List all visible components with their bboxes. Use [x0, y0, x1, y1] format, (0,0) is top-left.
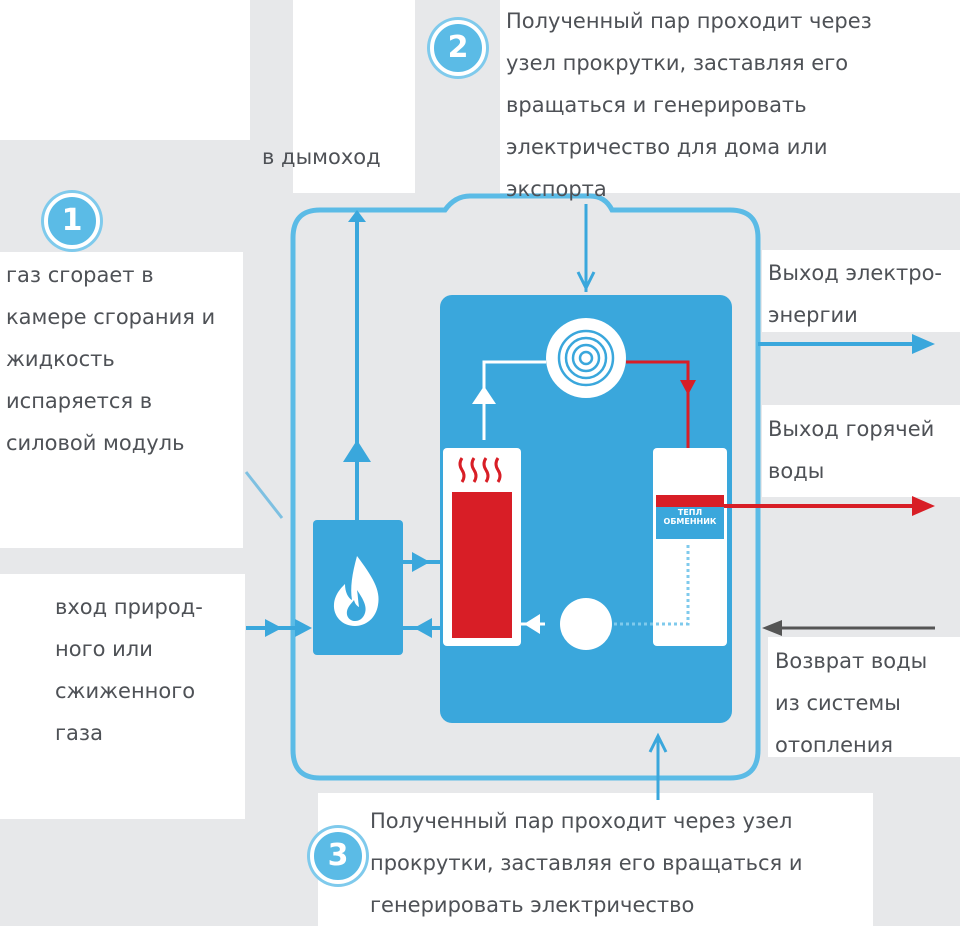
gas-in-label: вход природ- ного или сжиженного газа: [55, 595, 203, 745]
internal-circuit: [482, 360, 546, 440]
exchanger-label: ТЕПЛ ОБМЕННИК: [663, 508, 717, 526]
chimney-label: в дымоход: [262, 145, 381, 169]
housing-outline: [290, 193, 761, 781]
hot-water-out-label: Выход горячей воды: [768, 417, 935, 483]
step1-panel: [0, 252, 243, 548]
pump-icon: [560, 598, 612, 650]
gas-in-arrow: [265, 619, 282, 637]
return-dotted: [612, 545, 690, 626]
chimney-top-arrow: [348, 210, 366, 222]
spiral-icon: [557, 329, 615, 387]
electricity-panel: [762, 250, 960, 332]
hot-water-panel: [762, 405, 960, 497]
connector-arrow-left: [414, 618, 432, 638]
top-left-panel: [0, 0, 250, 140]
water-return-panel: [768, 637, 960, 757]
top-center-panel: [293, 0, 415, 193]
flame-icon: [333, 556, 379, 626]
electricity-out-label: Выход электро- энергии: [768, 261, 942, 327]
step2-badge: 2: [430, 20, 486, 76]
scroll-unit: [546, 318, 626, 398]
step3-badge: 3: [310, 828, 366, 884]
step2-panel: [500, 0, 960, 193]
step2-text: Полученный пар проходит через узел прокр…: [506, 9, 872, 201]
exchanger-column: [653, 448, 727, 646]
gas-in-panel: [0, 574, 245, 819]
heat-waves-icon: [458, 457, 502, 483]
water-return-label: Возврат воды из системы отопления: [775, 649, 928, 757]
step1-pointer: [244, 471, 284, 519]
step3-text: Полученный пар проходит через узел прокр…: [370, 809, 803, 917]
heater-element: [452, 492, 512, 638]
step1-badge: 1: [44, 193, 100, 249]
step3-panel: [318, 793, 873, 926]
step1-text: газ сгорает в камере сгорания и жидкость…: [6, 263, 216, 455]
chimney-arrow-head: [343, 440, 371, 462]
connector-arrow-right: [412, 552, 430, 572]
